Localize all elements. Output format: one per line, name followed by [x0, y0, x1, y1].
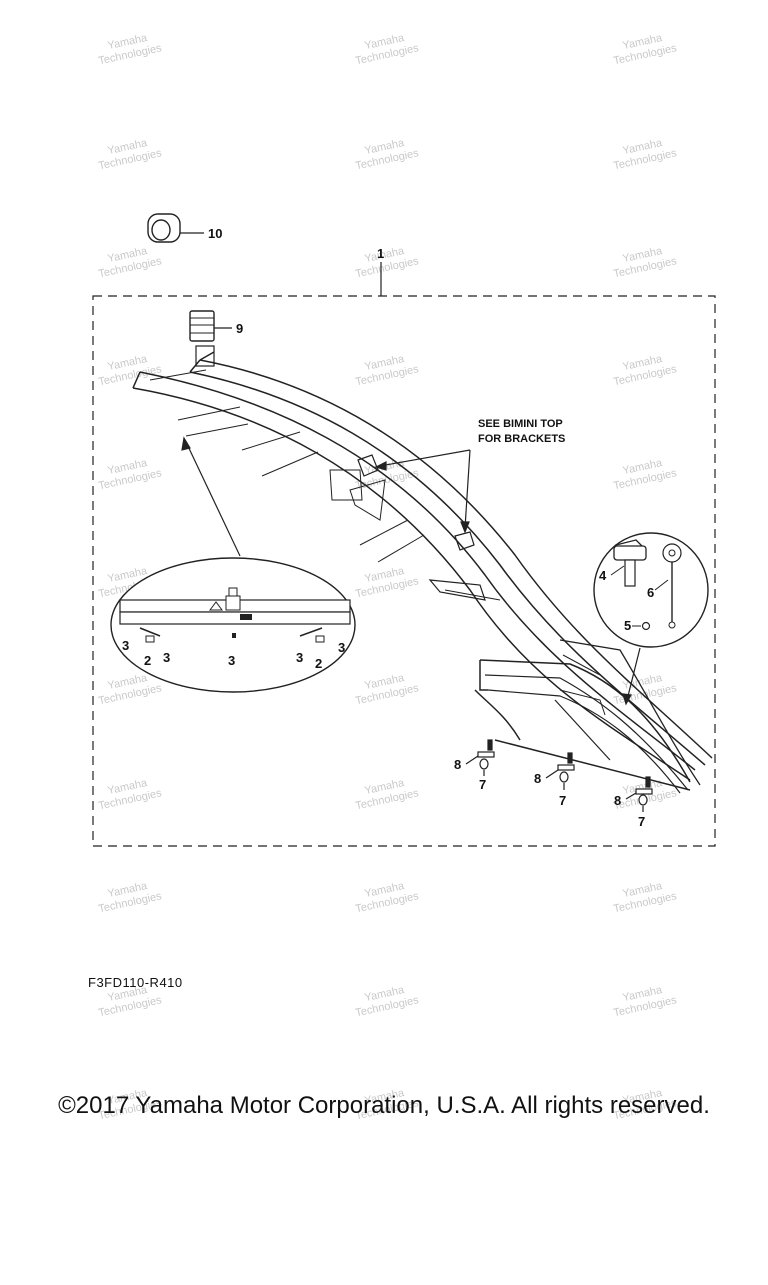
callout-6: 6	[647, 585, 654, 600]
callout-9: 9	[236, 321, 243, 336]
bimini-note-line1: SEE BIMINI TOP	[478, 418, 563, 430]
detail-circle	[593, 532, 709, 706]
drawing-code: F3FD110-R410	[88, 975, 183, 990]
callout-7-c: 7	[638, 814, 645, 829]
detail-arrow	[181, 436, 241, 557]
callout-8-b: 8	[534, 771, 541, 786]
callout-10: 10	[208, 226, 222, 241]
callout-7-a: 7	[479, 777, 486, 792]
callout-3-c: 3	[228, 653, 235, 668]
callout-1: 1	[377, 246, 384, 261]
callout-8-c: 8	[614, 793, 621, 808]
callout-8-a: 8	[454, 757, 461, 772]
tower-arch	[132, 351, 713, 794]
callout-2-b: 2	[315, 656, 322, 671]
bimini-note-line2: FOR BRACKETS	[478, 433, 565, 445]
part-10-cap	[147, 213, 204, 243]
callout-2-a: 2	[144, 653, 151, 668]
callout-4: 4	[599, 568, 607, 583]
callout-3-e: 3	[338, 640, 345, 655]
callout-7-b: 7	[559, 793, 566, 808]
detail-ellipse	[110, 557, 356, 693]
part-9-fitting	[189, 310, 232, 367]
fasteners-7-8	[465, 739, 653, 812]
callout-3-d: 3	[296, 650, 303, 665]
bimini-arrows	[374, 449, 471, 534]
assembly-dashed-boundary	[92, 295, 716, 847]
callout-3-a: 3	[122, 638, 129, 653]
callout-3-b: 3	[163, 650, 170, 665]
copyright-notice: ©2017 Yamaha Motor Corporation, U.S.A. A…	[58, 1092, 710, 1119]
callout-5: 5	[624, 618, 631, 633]
